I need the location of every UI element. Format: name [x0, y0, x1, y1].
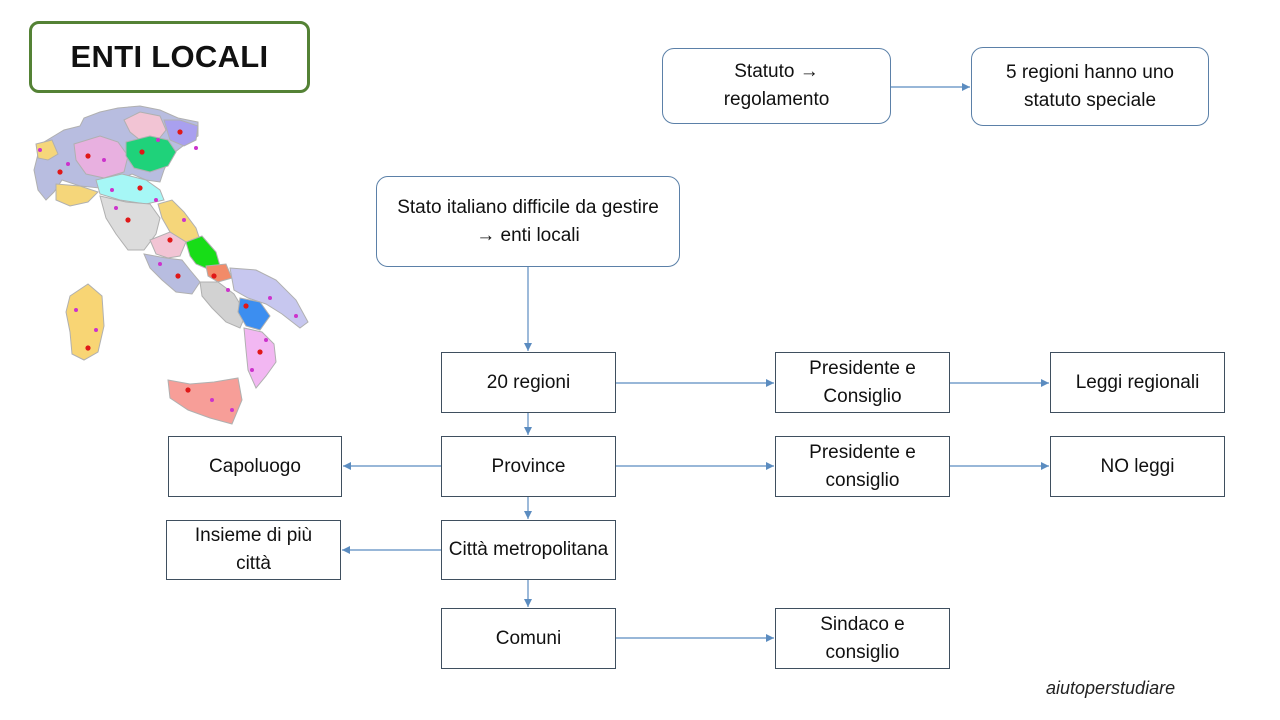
- watermark: aiutoperstudiare: [1046, 678, 1176, 698]
- comuni-box: Comuni: [441, 608, 616, 669]
- citta-metropolitana-box: Città metropolitana: [441, 520, 616, 580]
- presidente-consiglio-regioni-box: Presidente e Consiglio: [775, 352, 950, 413]
- italy-map: [33, 105, 309, 425]
- regioni-box: 20 regioni: [441, 352, 616, 413]
- page-title: ENTI LOCALI: [29, 21, 310, 93]
- stato-box: Stato italiano difficile da gestire → en…: [376, 176, 680, 267]
- statuto-box: Statuto → regolamento: [662, 48, 891, 124]
- presidente-consiglio-province-box: Presidente e consiglio: [775, 436, 950, 497]
- no-leggi-box: NO leggi: [1050, 436, 1225, 497]
- leggi-regionali-box: Leggi regionali: [1050, 352, 1225, 413]
- capoluogo-box: Capoluogo: [168, 436, 342, 497]
- province-box: Province: [441, 436, 616, 497]
- statuto-speciale-box: 5 regioni hanno uno statuto speciale: [971, 47, 1209, 126]
- sindaco-consiglio-box: Sindaco e consiglio: [775, 608, 950, 669]
- insieme-citta-box: Insieme di più città: [166, 520, 341, 580]
